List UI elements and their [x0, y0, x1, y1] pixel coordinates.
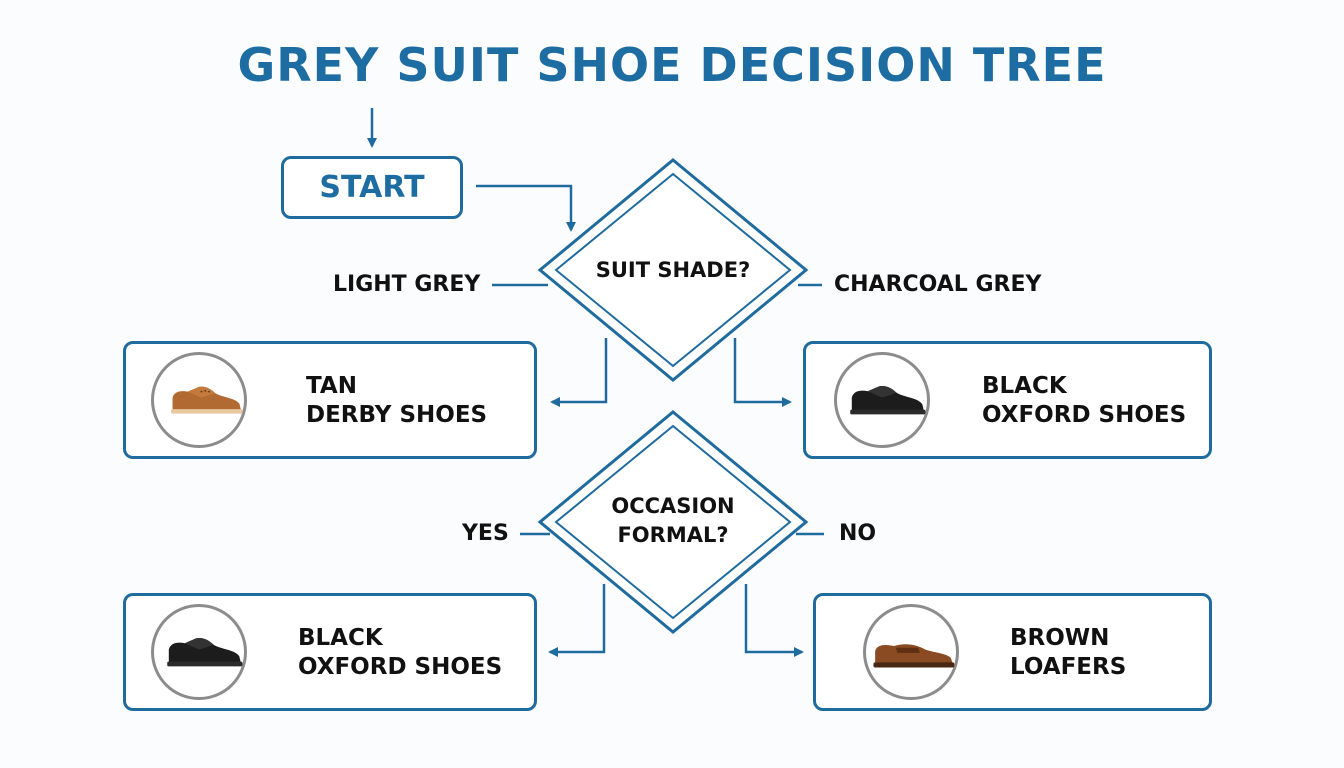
outcome-line1: BLACK [298, 625, 383, 651]
decision-occasion-label-line2: FORMAL? [617, 523, 729, 547]
outcome-brown-loafers: BROWN LOAFERS [813, 593, 1212, 711]
outcome-tan-derby-text: TAN DERBY SHOES [306, 372, 487, 430]
shade-to-black-oxford-arrow [733, 338, 792, 407]
outcome-black-oxford-text: BLACK OXFORD SHOES [982, 372, 1186, 430]
shade-to-tan-derby-arrow [550, 338, 608, 407]
decision-shade-text: SUIT SHADE? [573, 256, 773, 285]
branch-label-light-grey: LIGHT GREY [333, 272, 481, 297]
branch-label-charcoal-grey: CHARCOAL GREY [834, 272, 1042, 297]
branch-label-yes: YES [462, 521, 509, 546]
decision-occasion-text: OCCASION FORMAL? [573, 492, 773, 550]
outcome-line2: OXFORD SHOES [298, 654, 503, 680]
occasion-to-brown-loafers-arrow [744, 584, 804, 657]
start-to-shade-arrow [476, 184, 576, 232]
outcome-line2: LOAFERS [1010, 654, 1127, 680]
outcome-brown-loafers-text: BROWN LOAFERS [1010, 624, 1126, 682]
tan-derby-shoe-icon [151, 352, 247, 448]
diagram-title: GREY SUIT SHOE DECISION TREE [237, 38, 1107, 92]
outcome-black-oxford-charcoal: BLACK OXFORD SHOES [803, 341, 1212, 459]
black-oxford-shoe-icon [151, 604, 247, 700]
start-node: START [281, 156, 463, 219]
outcome-line2: OXFORD SHOES [982, 402, 1187, 428]
outcome-line2: DERBY SHOES [306, 402, 488, 428]
brown-loafer-icon [863, 604, 959, 700]
outcome-line1: BROWN [1010, 625, 1110, 651]
decision-shade-label: SUIT SHADE? [595, 258, 751, 282]
outcome-tan-derby: TAN DERBY SHOES [123, 341, 537, 459]
decision-shade [537, 158, 809, 382]
black-oxford-shoe-icon [834, 352, 930, 448]
branch-label-no: NO [839, 521, 877, 546]
outcome-black-oxford-formal: BLACK OXFORD SHOES [123, 593, 537, 711]
outcome-black-oxford-formal-text: BLACK OXFORD SHOES [298, 624, 502, 682]
occasion-to-black-oxford-arrow [548, 584, 606, 657]
outcome-line1: TAN [306, 373, 357, 399]
decision-occasion-label-line1: OCCASION [611, 494, 735, 518]
outcome-line1: BLACK [982, 373, 1067, 399]
decision-occasion [537, 410, 809, 634]
